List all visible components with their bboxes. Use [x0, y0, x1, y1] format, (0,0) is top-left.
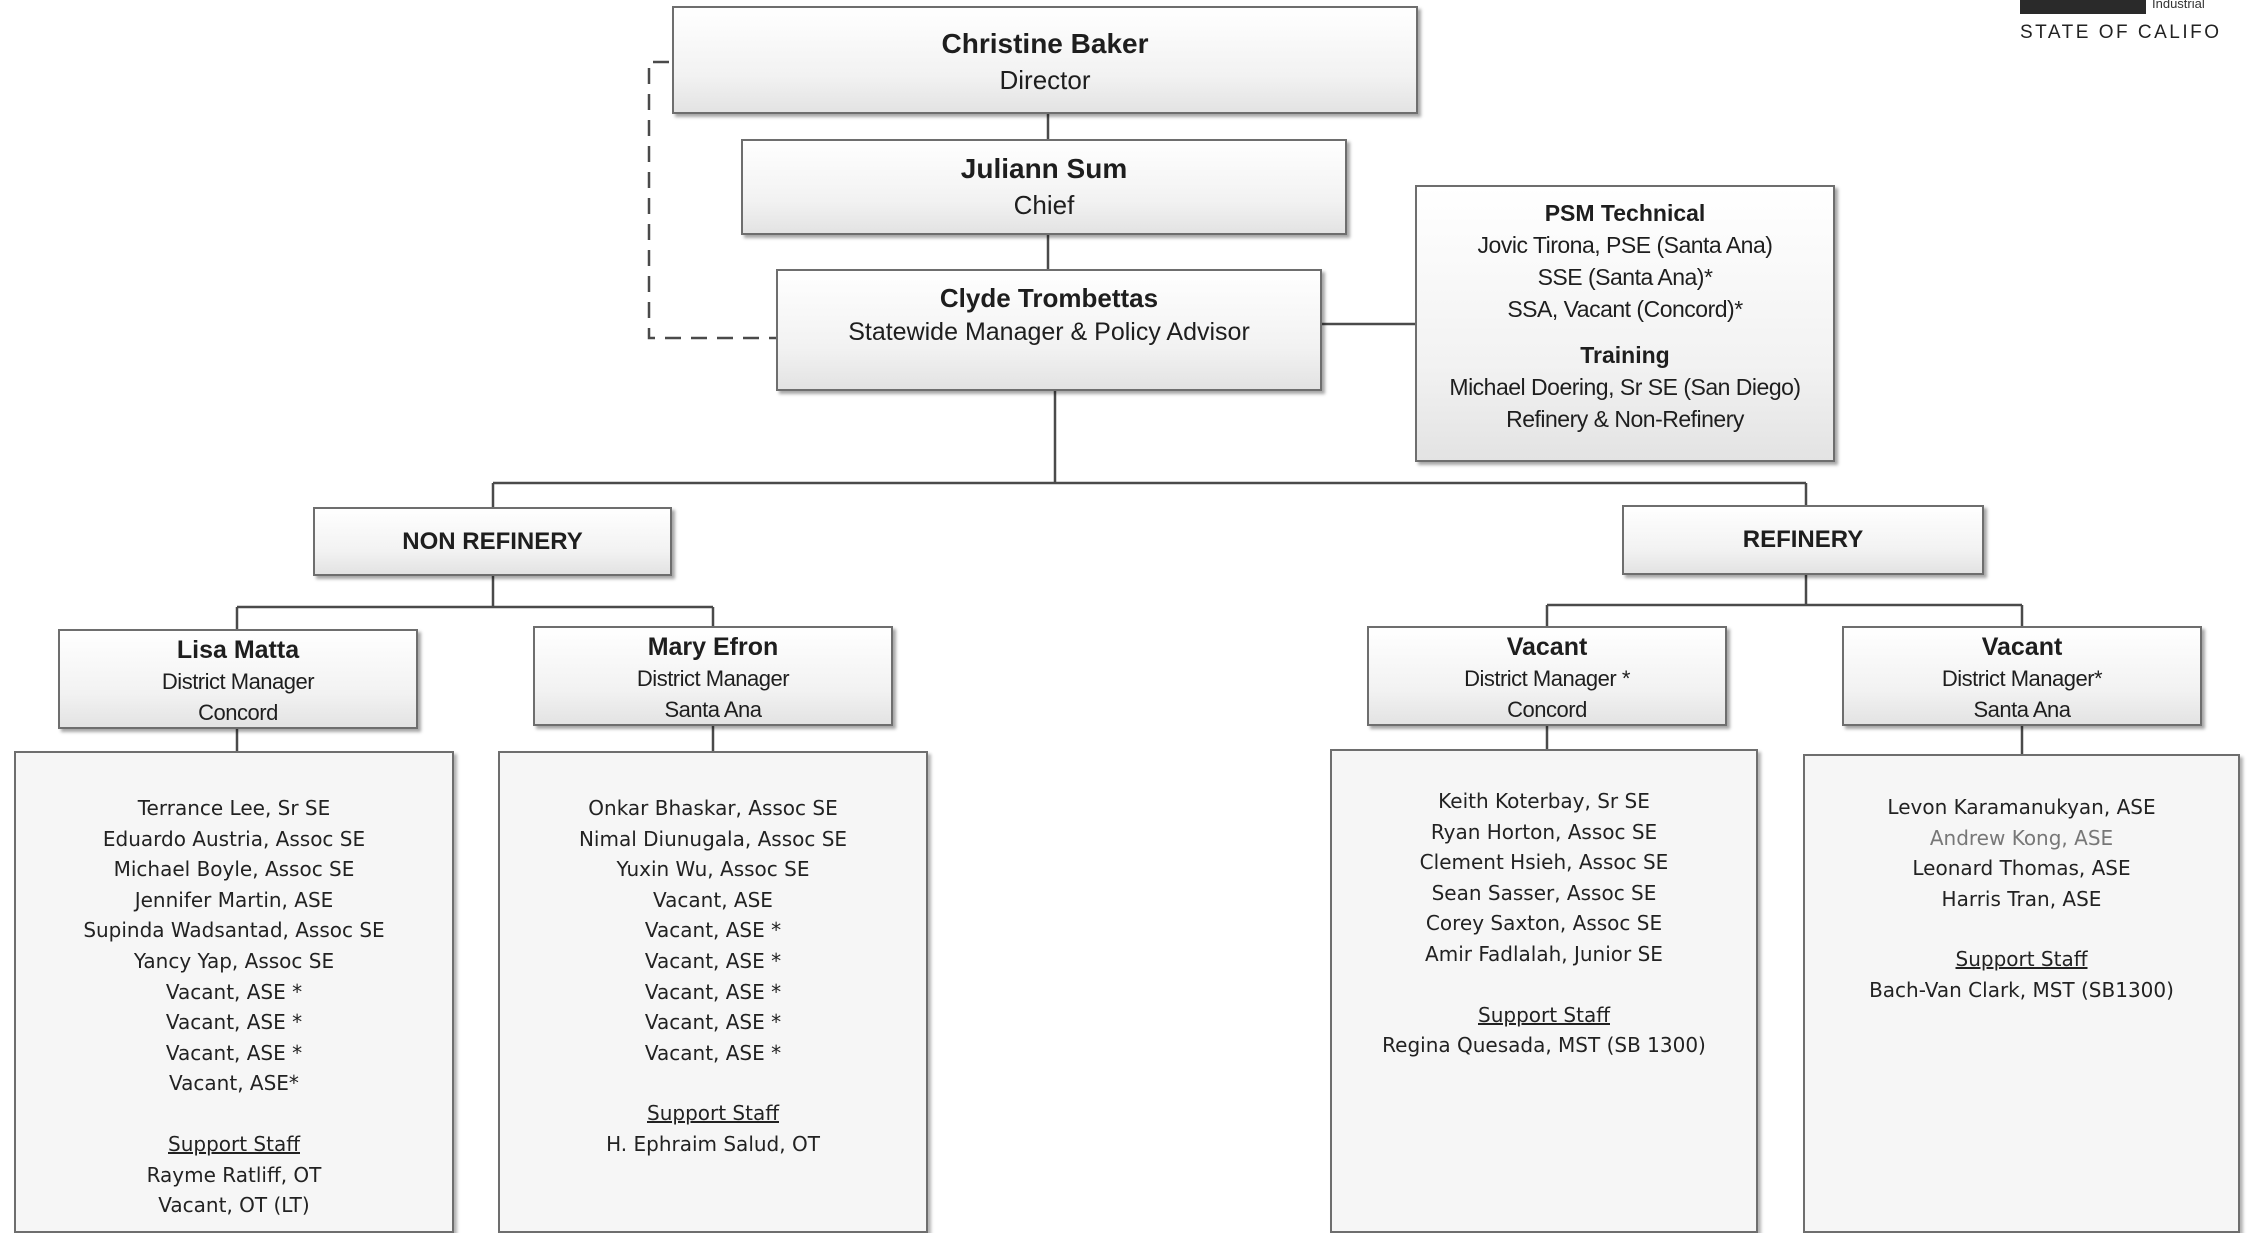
staff-box-mary-efron: Onkar Bhaskar, Assoc SE Nimal Diunugala,…: [498, 751, 928, 1233]
refinery-division-box: REFINERY: [1622, 505, 1984, 575]
district-location: Santa Ana: [1973, 697, 2071, 722]
staff-box-lisa-matta: Terrance Lee, Sr SE Eduardo Austria, Ass…: [14, 751, 454, 1233]
staff-member: Harris Tran, ASE: [1941, 886, 2102, 911]
training-line: Refinery & Non-Refinery: [1506, 406, 1744, 432]
staff-member: Amir Fadlalah, Junior SE: [1425, 941, 1663, 966]
staff-member: Vacant, ASE *: [165, 1040, 303, 1065]
district-manager-box: Mary Efron District Manager Santa Ana: [533, 626, 893, 726]
support-staff-member: Regina Quesada, MST (SB 1300): [1382, 1033, 1706, 1058]
staff-member: Levon Karamanukyan, ASE: [1887, 795, 2156, 819]
director-box: Christine Baker Director: [672, 6, 1418, 114]
district-manager-title: District Manager: [161, 669, 315, 694]
non-refinery-division-box: NON REFINERY: [313, 507, 672, 576]
staff-member: Yancy Yap, Assoc SE: [133, 948, 335, 973]
staff-member: Yuxin Wu, Assoc SE: [616, 857, 810, 882]
staff-member: Michael Boyle, Assoc SE: [113, 857, 355, 882]
psm-technical-line: SSE (Santa Ana)*: [1537, 264, 1713, 290]
staff-member: Ryan Horton, Assoc SE: [1430, 819, 1658, 844]
director-title: Director: [999, 65, 1091, 95]
logo-small-text: Industrial: [2152, 0, 2205, 11]
staff-member: Corey Saxton, Assoc SE: [1425, 911, 1663, 936]
agency-logo: Industrial STATE OF CALIFO: [2020, 0, 2250, 50]
psm-technical-line: SSA, Vacant (Concord)*: [1507, 296, 1743, 322]
staff-member: Supinda Wadsantad, Assoc SE: [83, 918, 385, 943]
support-staff-heading: Support Staff: [1478, 1002, 1610, 1027]
psm-technical-line: Jovic Tirona, PSE (Santa Ana): [1477, 232, 1773, 258]
statewide-manager-box: Clyde Trombettas Statewide Manager & Pol…: [776, 269, 1322, 391]
state-of-california-text: STATE OF CALIFO: [2020, 22, 2222, 43]
staff-member: Nimal Diunugala, Assoc SE: [578, 826, 848, 851]
support-staff-member: Bach-Van Clark, MST (SB1300): [1869, 977, 2174, 1002]
staff-member: Clement Hsieh, Assoc SE: [1419, 850, 1669, 875]
district-manager-title: District Manager: [636, 666, 790, 691]
staff-member: Eduardo Austria, Assoc SE: [102, 826, 366, 851]
refinery-label: REFINERY: [1742, 526, 1864, 553]
district-manager-name: Vacant: [1981, 633, 2063, 661]
district-manager-box: Vacant District Manager * Concord: [1367, 626, 1727, 726]
support-staff-heading: Support Staff: [647, 1101, 779, 1126]
training-heading: Training: [1580, 342, 1670, 368]
statewide-manager-name: Clyde Trombettas: [939, 283, 1159, 313]
director-name: Christine Baker: [941, 28, 1149, 59]
support-staff-heading: Support Staff: [168, 1131, 300, 1156]
staff-member: Leonard Thomas, ASE: [1912, 856, 2131, 881]
support-staff-member: H. Ephraim Salud, OT: [606, 1131, 820, 1156]
staff-member: Keith Koterbay, Sr SE: [1438, 789, 1650, 813]
chief-box: Juliann Sum Chief: [741, 139, 1347, 235]
staff-member: Vacant, ASE *: [644, 948, 782, 973]
non-refinery-label: NON REFINERY: [402, 528, 583, 555]
staff-member: Vacant, ASE *: [165, 979, 303, 1004]
staff-member: Sean Sasser, Assoc SE: [1431, 880, 1657, 905]
staff-member: Vacant, ASE *: [165, 1010, 303, 1035]
district-manager-box: Lisa Matta District Manager Concord: [58, 629, 418, 729]
staff-box-santa-ana-refinery: Levon Karamanukyan, ASE Andrew Kong, ASE…: [1803, 754, 2240, 1233]
logo-mark: [2020, 0, 2146, 14]
staff-member: Vacant, ASE *: [644, 1040, 782, 1065]
support-staff-heading: Support Staff: [1955, 947, 2088, 972]
district-location: Concord: [1507, 697, 1587, 722]
training-line: Michael Doering, Sr SE (San Diego): [1449, 374, 1801, 400]
district-location: Santa Ana: [664, 697, 762, 722]
staff-member: Vacant, ASE: [653, 887, 773, 912]
staff-member: Vacant, ASE*: [169, 1071, 299, 1096]
psm-technical-heading: PSM Technical: [1544, 200, 1706, 226]
district-manager-title: District Manager*: [1941, 666, 2103, 691]
district-manager-box: Vacant District Manager* Santa Ana: [1842, 626, 2202, 726]
support-staff-member: Rayme Ratliff, OT: [146, 1162, 322, 1187]
staff-member: Terrance Lee, Sr SE: [137, 796, 331, 820]
chief-title: Chief: [1013, 190, 1075, 220]
staff-member: Vacant, ASE *: [644, 979, 782, 1004]
staff-member: Jennifer Martin, ASE: [134, 887, 334, 912]
statewide-manager-title: Statewide Manager & Policy Advisor: [848, 318, 1250, 346]
support-staff-member: Vacant, OT (LT): [158, 1193, 310, 1218]
staff-member: Vacant, ASE *: [644, 918, 782, 943]
staff-member: Andrew Kong, ASE: [1929, 825, 2114, 850]
chief-name: Juliann Sum: [960, 153, 1128, 184]
staff-member: Vacant, ASE *: [644, 1010, 782, 1035]
psm-technical-box: PSM Technical Jovic Tirona, PSE (Santa A…: [1415, 185, 1835, 462]
staff-member: Onkar Bhaskar, Assoc SE: [588, 796, 838, 820]
district-location: Concord: [198, 700, 278, 725]
district-manager-name: Lisa Matta: [176, 636, 300, 664]
district-manager-name: Mary Efron: [647, 633, 779, 661]
district-manager-name: Vacant: [1506, 633, 1588, 661]
district-manager-title: District Manager *: [1464, 666, 1630, 691]
staff-box-concord-refinery: Keith Koterbay, Sr SE Ryan Horton, Assoc…: [1330, 749, 1758, 1233]
